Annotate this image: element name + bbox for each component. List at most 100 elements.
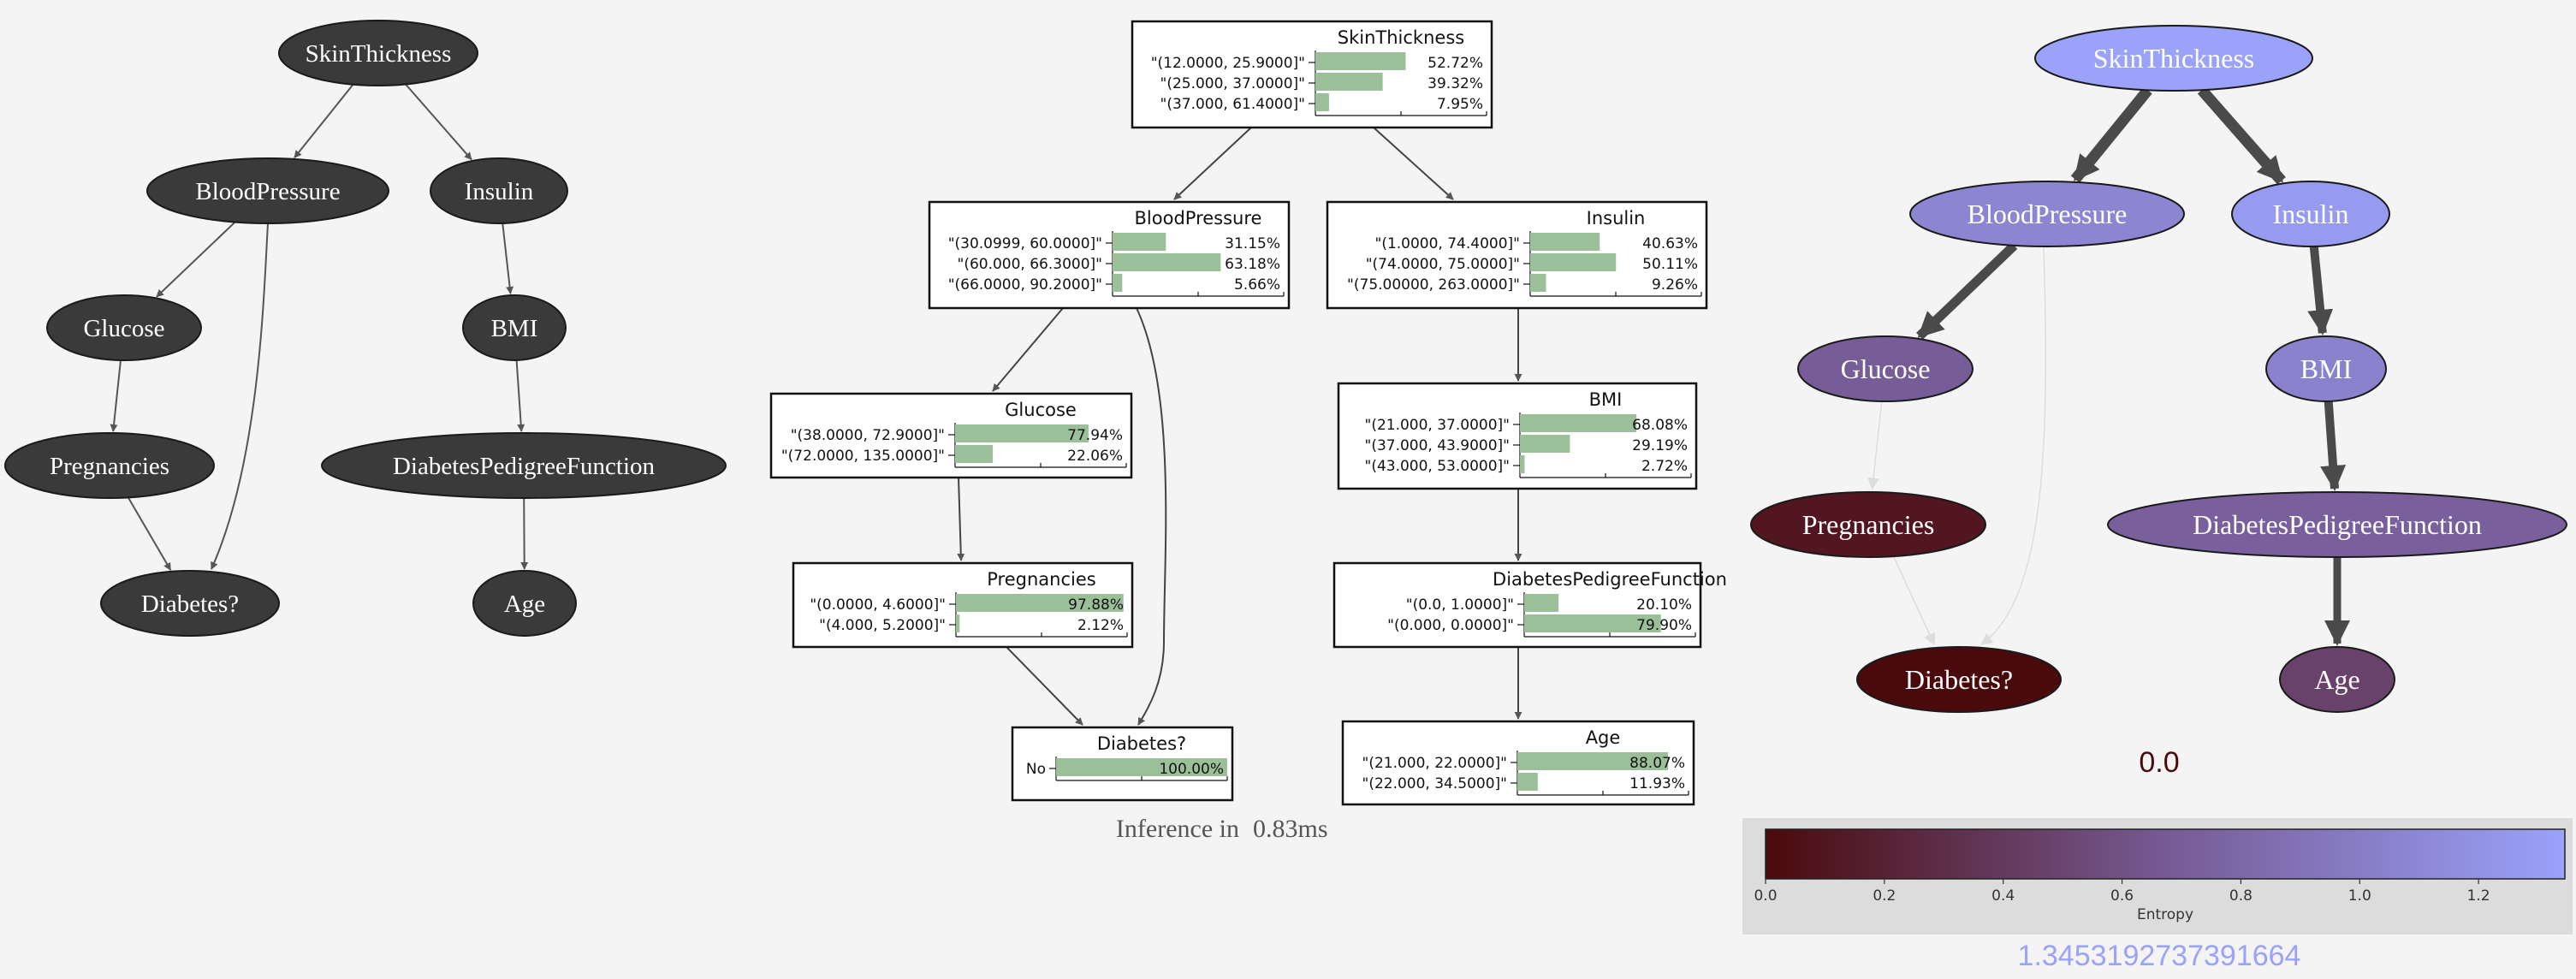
node-label: SkinThickness <box>2093 43 2254 74</box>
edge-insulin-bmi <box>502 222 514 295</box>
node-bmi[interactable]: BMI <box>462 294 567 361</box>
node-ellipse <box>462 294 567 361</box>
dist-row-value: 7.95% <box>1437 96 1483 113</box>
dist-bar <box>1517 752 1669 770</box>
colorbar-tick-label: 0.8 <box>2229 887 2253 905</box>
node-ellipse <box>2265 335 2387 402</box>
node-ellipse <box>46 294 202 361</box>
node-ellipse <box>1856 646 2062 713</box>
dist-row-value: 11.93% <box>1629 775 1685 792</box>
dist-node-bloodpressure[interactable]: BloodPressure"(30.0999, 60.0000]"31.15%"… <box>928 200 1291 310</box>
edge-skinthickness-bloodpressure <box>1173 127 1252 200</box>
dist-row-label: "(74.0000, 75.0000]" <box>1366 256 1520 273</box>
dist-row-label: "(0.0, 1.0000]" <box>1406 596 1514 614</box>
node-label: BMI <box>2300 353 2352 384</box>
node-bloodpressure[interactable]: BloodPressure <box>146 157 389 224</box>
node-label: Pregnancies <box>1802 509 1935 540</box>
node-label: Age <box>2314 664 2359 695</box>
node-skinthickness[interactable]: SkinThickness <box>278 20 478 86</box>
dist-bar <box>955 424 1089 442</box>
node-label: BloodPressure <box>1968 199 2128 229</box>
dist-bar <box>1315 52 1406 70</box>
dist-bar <box>1517 773 1538 791</box>
node-label: Pregnancies <box>50 453 169 480</box>
dist-bar <box>1315 93 1329 111</box>
edge-insulin-bmi <box>2307 246 2334 336</box>
node-label: BloodPressure <box>195 178 340 205</box>
entropy-node-pregnancies[interactable]: Pregnancies <box>1750 491 1986 558</box>
edge-bmi-diabetespedigreefunction <box>515 359 525 432</box>
edge-bloodpressure-diabetes <box>211 222 269 570</box>
edge-skinthickness-bloodpressure <box>2070 86 2152 183</box>
edge-skinthickness-insulin <box>1373 127 1454 200</box>
node-insulin[interactable]: Insulin <box>430 157 568 224</box>
node-glucose[interactable]: Glucose <box>46 294 202 361</box>
dist-box <box>1131 20 1493 129</box>
node-label: Diabetes? <box>141 590 239 618</box>
entropy-node-age[interactable]: Age <box>2279 646 2395 713</box>
dist-node-skinthickness[interactable]: SkinThickness"(12.0000, 25.9000]"52.72%"… <box>1131 20 1493 129</box>
dist-row-label: "(38.0000, 72.9000]" <box>791 427 945 444</box>
dist-row-label: "(0.0000, 4.6000]" <box>810 596 946 614</box>
node-age[interactable]: Age <box>472 570 577 637</box>
node-label: SkinThickness <box>306 40 452 68</box>
inference-nodes: SkinThickness"(12.0000, 25.9000]"52.72%"… <box>769 20 1727 806</box>
entropy-node-glucose[interactable]: Glucose <box>1797 335 1974 402</box>
dist-bar <box>1113 274 1123 292</box>
dist-node-bmi[interactable]: BMI"(21.000, 37.0000]"68.08%"(37.000, 43… <box>1337 382 1698 490</box>
dist-box <box>928 200 1291 310</box>
colorbar-axis-label: Entropy <box>2137 906 2193 923</box>
edge-glucose-pregnancies <box>1867 400 1883 490</box>
node-diabetespedigreefunction[interactable]: DiabetesPedigreeFunction <box>321 432 727 499</box>
edge-pregnancies-diabetes <box>1893 556 1936 646</box>
dist-node-glucose[interactable]: Glucose"(38.0000, 72.9000]"77.94%"(72.00… <box>769 392 1133 479</box>
dist-row-value: 100.00% <box>1159 761 1224 778</box>
node-label: Glucose <box>1841 353 1931 384</box>
dist-row-value: 31.15% <box>1225 235 1280 252</box>
dist-row-value: 9.26% <box>1652 276 1698 294</box>
dist-row-value: 68.08% <box>1632 417 1688 434</box>
edge-pregnancies-diabetes <box>127 496 172 571</box>
node-ellipse <box>1797 335 1974 402</box>
entropy-node-diabetespedigreefunction[interactable]: DiabetesPedigreeFunction <box>2107 491 2567 558</box>
dist-node-age[interactable]: Age"(21.000, 22.0000]"88.07%"(22.000, 34… <box>1341 720 1695 806</box>
dist-bar <box>1113 233 1166 251</box>
node-ellipse <box>472 570 577 637</box>
dist-row-label: "(21.000, 22.0000]" <box>1362 755 1508 772</box>
dist-bar <box>1056 758 1227 776</box>
entropy-node-bmi[interactable]: BMI <box>2265 335 2387 402</box>
dist-row-value: 39.32% <box>1427 75 1483 92</box>
dist-node-insulin[interactable]: Insulin"(1.0000, 74.4000]"40.63%"(74.000… <box>1326 200 1708 310</box>
edge-bloodpressure-diabetes <box>1979 246 2047 645</box>
node-ellipse <box>278 20 478 86</box>
entropy-node-diabetes[interactable]: Diabetes? <box>1856 646 2062 713</box>
edge-bloodpressure-glucose <box>156 221 236 298</box>
dist-node-diabetespedigreefunction[interactable]: DiabetesPedigreeFunction"(0.0, 1.0000]"2… <box>1333 561 1727 649</box>
colorbar-tick-label: 1.2 <box>2467 887 2490 905</box>
dist-row-value: 22.06% <box>1067 448 1123 465</box>
entropy-node-bloodpressure[interactable]: BloodPressure <box>1909 181 2185 247</box>
node-pregnancies[interactable]: Pregnancies <box>4 432 215 499</box>
dist-row-value: 88.07% <box>1629 755 1685 772</box>
entropy-node-insulin[interactable]: Insulin <box>2231 181 2390 247</box>
edge-pregnancies-diabetes <box>1006 646 1083 726</box>
node-diabetes[interactable]: Diabetes? <box>100 570 280 637</box>
inference-label: Inference in <box>1116 815 1239 843</box>
structure-edges <box>110 83 529 571</box>
node-ellipse <box>4 432 215 499</box>
dist-title: BloodPressure <box>1135 208 1262 228</box>
dist-title: Glucose <box>1005 400 1077 420</box>
dist-title: SkinThickness <box>1338 27 1464 48</box>
dist-row-label: "(30.0999, 60.0000]" <box>948 235 1102 252</box>
dist-bar <box>1113 253 1221 271</box>
dist-title: Pregnancies <box>987 569 1095 590</box>
entropy-max-label: 1.3453192737391664 <box>2018 940 2301 972</box>
dist-node-pregnancies[interactable]: Pregnancies"(0.0000, 4.6000]"97.88%"(4.0… <box>792 561 1134 649</box>
dist-bar <box>1520 414 1637 432</box>
dist-row-label: "(37.000, 61.4000]" <box>1160 96 1306 113</box>
entropy-node-skinthickness[interactable]: SkinThickness <box>2034 25 2313 92</box>
